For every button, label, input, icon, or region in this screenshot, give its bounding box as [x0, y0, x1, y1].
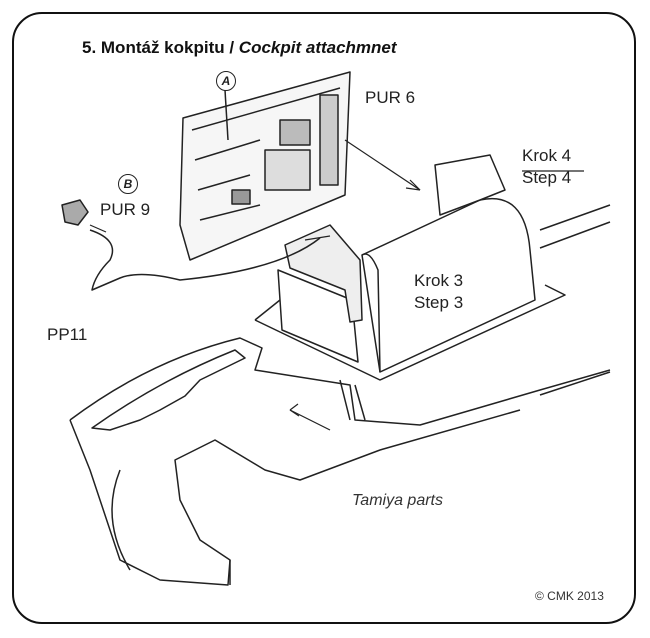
krok4-text: Krok 4 — [522, 146, 572, 165]
step3-text: Step 3 — [414, 293, 464, 312]
diagram-frame — [12, 12, 636, 624]
part-pur9 — [61, 199, 321, 291]
label-pur9: PUR 9 — [100, 200, 151, 219]
callout-a: A — [216, 71, 236, 91]
callout-b: B — [118, 174, 138, 194]
fuselage-tamiya-parts — [69, 204, 611, 586]
page-title: 5. Montáž kokpitu / Cockpit attachmnet — [82, 38, 397, 58]
cockpit-tub — [254, 154, 566, 381]
label-pur6: PUR 6 — [365, 88, 416, 107]
copyright: © CMK 2013 — [535, 589, 604, 603]
step4-label: Krok 4 Step 4 — [522, 145, 571, 189]
label-pp11: PP11 — [47, 325, 88, 344]
step4-text: Step 4 — [522, 168, 572, 187]
title-english: Cockpit attachmnet — [238, 38, 397, 57]
title-czech: 5. Montáž kokpitu / — [82, 38, 235, 57]
assembly-arrows — [89, 139, 421, 431]
label-tamiya-parts: Tamiya parts — [352, 492, 443, 509]
step3-label: Krok 3 Step 3 — [414, 270, 463, 314]
krok3-text: Krok 3 — [414, 271, 464, 290]
instrument-panel-pur6 — [179, 71, 351, 261]
